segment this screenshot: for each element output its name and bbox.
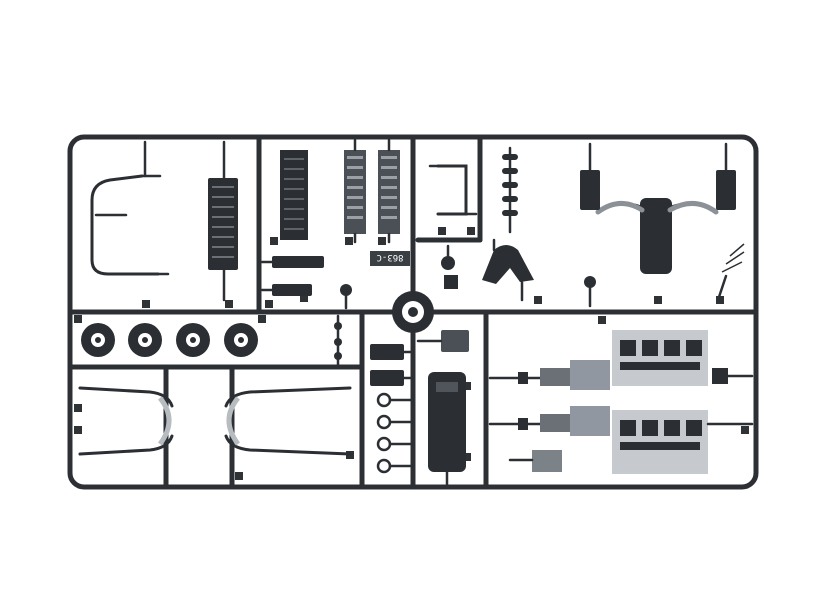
wheel-hub-part [128,323,162,357]
block-parts [370,344,415,386]
radiator-block-part [208,140,238,302]
wheel-hub-part [224,323,258,357]
small-knob-part [584,276,596,308]
bar-parts [260,256,352,310]
mirror-part [580,142,600,210]
grille-panel-part [378,138,400,244]
sprue-code-tag: 863-C [370,251,410,266]
stud-column-parts [502,146,518,234]
small-stud-parts [334,314,342,366]
cylinder-head-small [416,330,469,352]
fuel-tank-part [428,372,466,486]
grille-panel-part [344,138,366,244]
washer-parts [376,392,415,474]
engine-mount-part [482,238,534,302]
sprue-runner-frame [67,134,759,490]
seat-part [595,198,719,274]
exhaust-pipe-part [78,386,174,456]
wheel-hub-part [81,323,115,357]
slatted-panel-part [280,150,308,240]
lever-part [441,244,458,289]
mirror-part [716,142,736,210]
round-hub-part [392,291,434,333]
wheel-hub-part [176,323,210,357]
runner-tabs [74,227,749,480]
curved-rod-part [90,140,170,276]
sprue-code-label: 863-C [376,252,403,262]
gearbox-small-part [508,450,562,472]
engine-block-part [488,330,754,390]
exhaust-pipe-part [224,386,352,456]
bracket-frame-part [428,164,478,216]
spring-part [716,243,745,302]
engine-block-part [488,406,754,474]
